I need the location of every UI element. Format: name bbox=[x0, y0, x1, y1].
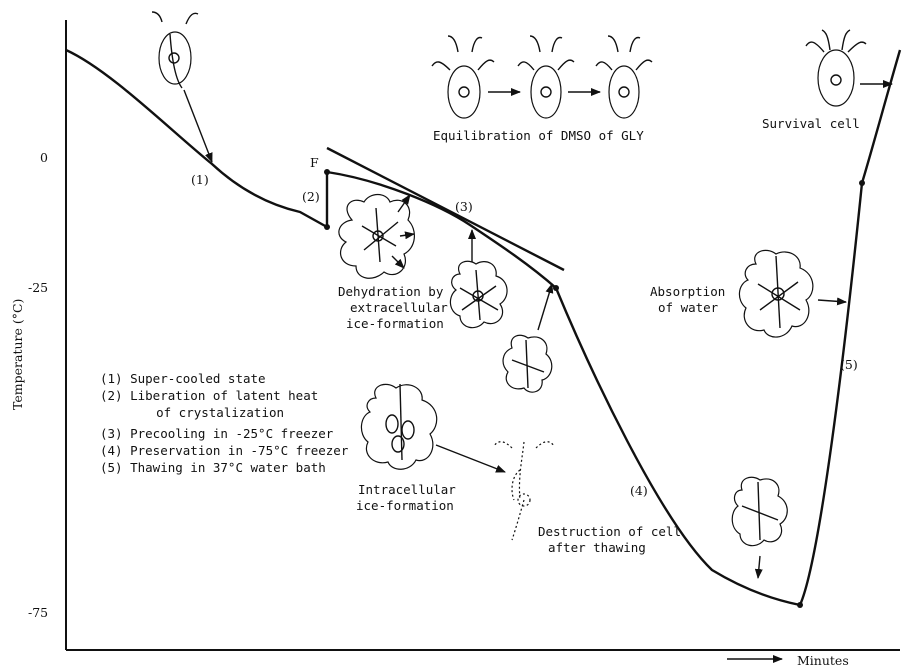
arrow-lower-up bbox=[538, 284, 552, 330]
caption-absorption-2: of water bbox=[658, 300, 719, 315]
caption-absorption-1: Absorption bbox=[650, 284, 725, 299]
y-axis-title: Temperature (°C) bbox=[10, 299, 25, 410]
curve-point-f bbox=[324, 169, 330, 175]
tick-label-0: 0 bbox=[40, 150, 48, 165]
cell-survival bbox=[806, 30, 866, 106]
caption-survival: Survival cell bbox=[762, 116, 860, 131]
legend-item-3: (3) Precooling in -25°C freezer bbox=[100, 426, 334, 441]
arrow-bottom-down bbox=[758, 556, 760, 578]
cell-middle-cluster bbox=[450, 261, 507, 327]
curve-point-minus75 bbox=[797, 602, 803, 608]
stage-label-2: (2) bbox=[302, 189, 320, 204]
legend-item-4: (4) Preservation in -75°C freezer bbox=[100, 443, 349, 458]
legend-item-1: (1) Super-cooled state bbox=[100, 371, 266, 386]
legend: (1) Super-cooled state (2) Liberation of… bbox=[100, 371, 349, 475]
cell-equilibration-1 bbox=[432, 36, 494, 118]
cell-equilibration-3 bbox=[596, 36, 652, 118]
caption-dehydration-2: extracellular bbox=[350, 300, 448, 315]
cell-initial bbox=[152, 12, 198, 88]
tick-label-minus75: -75 bbox=[28, 605, 48, 620]
stage-label-4: (4) bbox=[630, 483, 648, 498]
cell-intracellular-cluster bbox=[361, 384, 436, 469]
arrow-to-destruction bbox=[436, 445, 505, 472]
point-label-f: F bbox=[310, 155, 319, 170]
legend-item-2b: of crystalization bbox=[126, 405, 284, 420]
cell-bottom-cluster bbox=[732, 477, 787, 545]
curve-point-nucleation bbox=[324, 224, 330, 230]
stage-label-5: (5) bbox=[840, 357, 858, 372]
cell-equilibration-2 bbox=[518, 36, 574, 118]
stage-label-1: (1) bbox=[191, 172, 209, 187]
cell-dehydration-cluster bbox=[339, 195, 415, 279]
curve-point-minus25 bbox=[553, 285, 559, 291]
cell-absorption-cluster bbox=[739, 250, 812, 337]
caption-intracellular-1: Intracellular bbox=[358, 482, 456, 497]
arrow-absorption bbox=[818, 300, 846, 302]
tick-label-minus25: -25 bbox=[28, 280, 48, 295]
caption-equilibration: Equilibration of DMSO of GLY bbox=[433, 128, 644, 143]
caption-intracellular-2: ice-formation bbox=[356, 498, 454, 513]
legend-item-2: (2) Liberation of latent heat bbox=[100, 388, 318, 403]
caption-dehydration-3: ice-formation bbox=[346, 316, 444, 331]
caption-destruction-1: Destruction of cell bbox=[538, 524, 681, 539]
caption-dehydration-1: Dehydration by bbox=[338, 284, 444, 299]
caption-destruction-2: after thawing bbox=[548, 540, 646, 555]
curve-point-thaw bbox=[859, 180, 865, 186]
stage-label-3: (3) bbox=[455, 199, 473, 214]
x-axis-title: Minutes bbox=[797, 653, 849, 668]
legend-item-5: (5) Thawing in 37°C water bath bbox=[100, 460, 326, 475]
cell-lower-cluster bbox=[503, 335, 552, 392]
